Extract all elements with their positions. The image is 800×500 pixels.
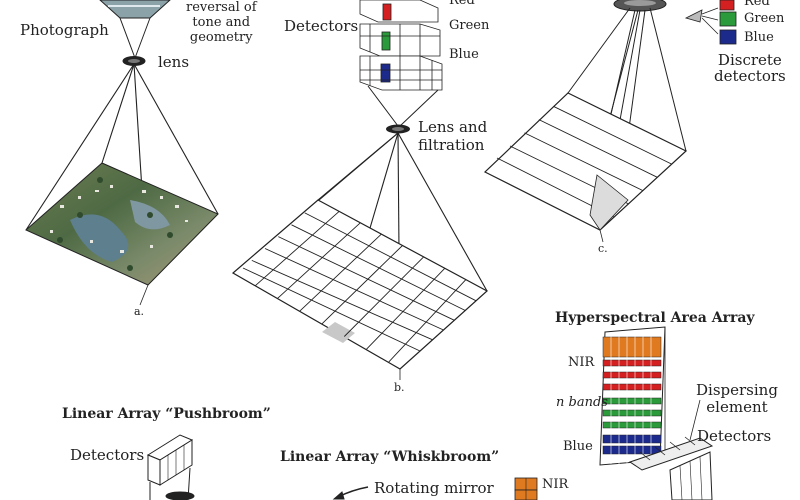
panel-a: [26, 0, 218, 305]
detector-stack-green: [360, 24, 440, 56]
photo-reversed: [100, 0, 170, 18]
label-blue-b: Blue: [449, 48, 479, 62]
label-red-c: Red: [744, 0, 770, 9]
label-detectors-pushbroom: Detectors: [70, 447, 144, 463]
caption-c: c.: [598, 241, 608, 257]
detector-stack-red: [360, 0, 438, 22]
label-lens-filtration: Lens and filtration: [418, 118, 487, 154]
title-pushbroom: Linear Array “Pushbroom”: [62, 406, 271, 422]
label-dispersing-element: Dispersing element: [696, 382, 778, 416]
caption-a: a.: [134, 304, 144, 320]
label-green-b: Green: [449, 19, 489, 33]
title-hyperspectral: Hyperspectral Area Array: [555, 310, 755, 326]
label-photograph: Photograph: [20, 22, 109, 38]
label-blue-hyper: Blue: [563, 440, 593, 454]
ground-strip: [485, 93, 686, 230]
label-red-b: Red: [449, 0, 475, 8]
detector-green: [720, 12, 736, 26]
title-whiskbroom: Linear Array “Whiskbroom”: [280, 449, 499, 465]
label-nir-whisk: NIR: [542, 478, 568, 492]
detector-blue: [720, 30, 736, 44]
label-reversal: reversal of tone and geometry: [186, 0, 257, 45]
ground-grid: [233, 200, 487, 369]
label-blue-c: Blue: [744, 31, 774, 45]
detector-stack-blue: [360, 56, 442, 90]
caption-b: b.: [394, 380, 405, 396]
detector-red: [720, 0, 734, 10]
label-detectors-hyper: Detectors: [697, 428, 771, 444]
label-rotating-mirror: Rotating mirror: [374, 480, 494, 496]
label-discrete-detectors: Discrete detectors: [714, 52, 786, 84]
aerial-photograph: [26, 163, 218, 285]
label-lens-a: lens: [158, 54, 189, 70]
label-n-bands: n bands: [556, 396, 608, 410]
label-detectors-b: Detectors: [284, 18, 358, 34]
pushbroom-array: [148, 435, 194, 500]
label-nir-hyper: NIR: [568, 356, 594, 370]
dispersing-prism: [686, 10, 702, 22]
panel-c: [485, 0, 736, 242]
label-green-c: Green: [744, 12, 784, 26]
